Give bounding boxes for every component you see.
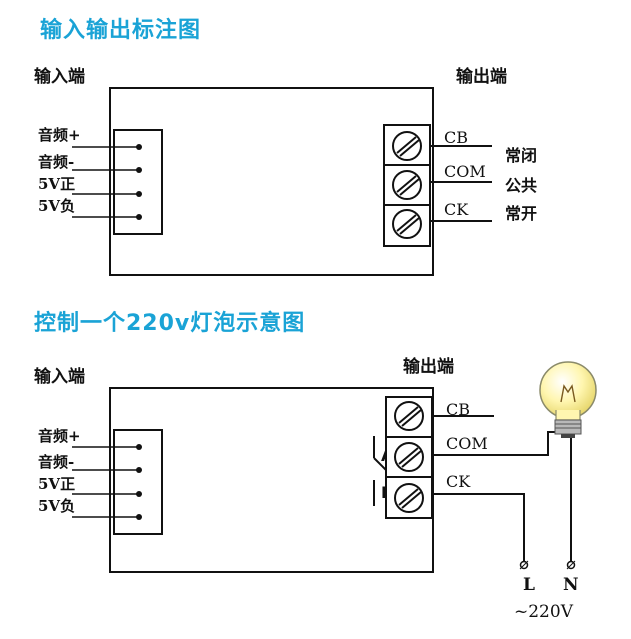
mains-terminals [519,560,576,570]
bottom-terminal-com: COM [446,434,488,453]
top-pin-audio-plus: 音频+ [38,126,81,144]
top-screw-ck [392,209,422,239]
top-terminal-cb: CB [444,128,468,147]
bottom-pin-audio-plus: 音频+ [38,427,81,445]
relay-switch-symbol [373,436,387,506]
top-pin-5v-neg: 5V负 [38,197,76,215]
top-input-wires [72,144,142,220]
bottom-terminal-cb: CB [446,400,470,419]
bottom-output-wires [432,415,572,562]
top-output-wires [430,145,492,222]
top-meaning-common: 公共 [505,176,538,195]
light-bulb-icon [539,361,597,438]
bottom-screw-ck [394,483,424,513]
bottom-input-wires [72,444,142,520]
io-annotation-title: 输入输出标注图 [40,18,202,43]
bottom-screw-cb [394,401,424,431]
top-meaning-nc: 常闭 [505,146,538,165]
line-l-label: L [523,575,535,595]
top-terminal-ck: CK [444,200,469,219]
top-terminal-com: COM [444,162,486,181]
top-screw-cb [392,131,422,161]
top-pin-5v-pos: 5V正 [38,175,76,193]
bottom-pin-5v-pos: 5V正 [38,475,76,493]
bulb-diagram-title: 控制一个220v灯泡示意图 [34,311,306,336]
top-output-label: 输出端 [456,67,507,87]
bottom-input-label: 输入端 [34,367,85,387]
bottom-pin-5v-neg: 5V负 [38,497,76,515]
top-screw-com [392,170,422,200]
top-meaning-no: 常开 [505,204,538,223]
bottom-terminal-ck: CK [446,472,471,491]
top-pin-audio-minus: 音频- [38,153,75,171]
top-input-label: 输入端 [34,67,85,87]
voltage-label: ~220V [514,602,573,622]
bottom-screw-com [394,442,424,472]
bottom-pin-audio-minus: 音频- [38,453,75,471]
line-n-label: N [563,575,579,595]
bottom-output-label: 输出端 [403,357,454,377]
